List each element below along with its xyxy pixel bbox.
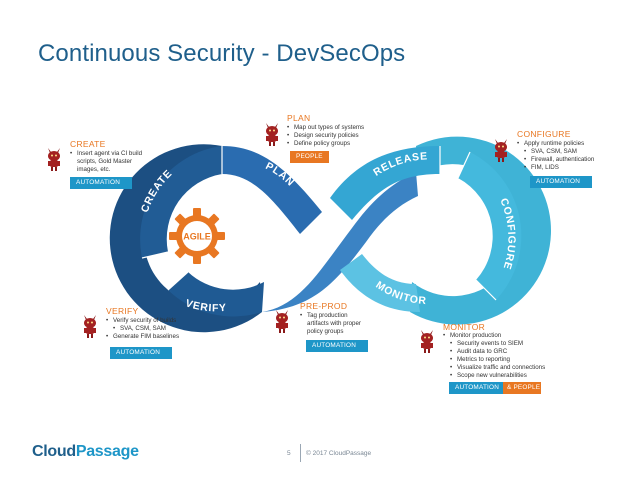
list-item: artifacts with proper xyxy=(307,320,361,328)
list-item: Scope new vulnerabilities xyxy=(443,372,545,380)
loop-release-segment xyxy=(330,146,440,220)
monitor-bullets: Monitor production Security events to SI… xyxy=(443,332,545,381)
devil-mascot-icon xyxy=(495,139,507,162)
devil-mascot-icon xyxy=(276,310,288,333)
list-item: Tag production xyxy=(300,312,361,320)
plan-people-tag: PEOPLE xyxy=(290,151,329,163)
loop-monitor-segment xyxy=(340,254,420,312)
configure-bullets: Apply runtime policies SVA, CSM, SAM Fir… xyxy=(517,140,594,172)
list-item: Security events to SIEM xyxy=(443,340,545,348)
list-item: Verify security of builds xyxy=(106,317,179,325)
list-item: Apply runtime policies xyxy=(517,140,594,148)
verify-bullets: Verify security of builds SVA, CSM, SAM … xyxy=(106,317,179,341)
loop-verify-segment xyxy=(168,272,264,317)
loop-plan-segment xyxy=(222,146,322,234)
plan-bullets: Map out types of systems Design security… xyxy=(287,124,364,148)
list-item: FIM, LIDS xyxy=(517,164,594,172)
cloudpassage-logo: CloudPassage xyxy=(32,443,139,460)
list-item: Insert agent via CI build xyxy=(70,150,142,158)
devil-mascot-icon xyxy=(266,123,278,146)
list-item: Monitor production xyxy=(443,332,545,340)
page-title: Continuous Security - DevSecOps xyxy=(38,40,406,67)
verify-automation-tag: AUTOMATION xyxy=(110,347,172,359)
loop-create-segment xyxy=(140,146,222,258)
configure-automation-tag: AUTOMATION xyxy=(530,176,592,188)
preprod-bullets: Tag production artifacts with proper pol… xyxy=(300,312,361,336)
monitor-people-tag: & PEOPLE xyxy=(503,382,541,394)
list-item: Design security policies xyxy=(287,132,364,140)
devil-mascot-icon xyxy=(421,330,433,353)
create-automation-tag: AUTOMATION xyxy=(70,177,132,189)
page-number: 5 xyxy=(287,450,291,457)
agile-label: AGILE xyxy=(183,232,211,242)
list-item: SVA, CSM, SAM xyxy=(106,325,179,333)
devil-mascot-icon xyxy=(84,315,96,338)
list-item: Define policy groups xyxy=(287,140,364,148)
list-item: SVA, CSM, SAM xyxy=(517,148,594,156)
segment-dividers xyxy=(141,146,497,301)
create-bullets: Insert agent via CI build scripts, Gold … xyxy=(70,150,142,174)
list-item: policy groups xyxy=(307,328,344,336)
copyright-text: © 2017 CloudPassage xyxy=(306,450,372,457)
loop-preprod-segment xyxy=(262,172,418,312)
devil-mascot-icon xyxy=(48,148,60,171)
list-item: Audit data to GRC xyxy=(443,348,545,356)
footer-divider xyxy=(300,444,301,462)
preprod-automation-tag: AUTOMATION xyxy=(306,340,368,352)
list-item: scripts, Gold Master xyxy=(77,158,133,166)
plan-title: PLAN xyxy=(287,113,311,123)
loop-right-lobe xyxy=(410,136,551,325)
loop-left-lobe xyxy=(109,144,262,333)
list-item: Map out types of systems xyxy=(287,124,364,132)
list-item: Visualize traffic and connections xyxy=(443,364,545,372)
loop-configure-segment xyxy=(458,152,522,300)
list-item: images, etc. xyxy=(77,166,111,174)
verify-title: VERIFY xyxy=(106,306,139,316)
monitor-title: MONITOR xyxy=(443,322,486,332)
list-item: Generate FIM baselines xyxy=(106,333,179,341)
agile-gear-icon: AGILE xyxy=(169,208,225,264)
create-title: CREATE xyxy=(70,139,106,149)
monitor-automation-tag: AUTOMATION xyxy=(449,382,507,394)
preprod-title: PRE-PROD xyxy=(300,301,348,311)
list-item: Firewall, authentication xyxy=(517,156,594,164)
configure-title: CONFIGURE xyxy=(517,129,571,139)
list-item: Metrics to reporting xyxy=(443,356,545,364)
